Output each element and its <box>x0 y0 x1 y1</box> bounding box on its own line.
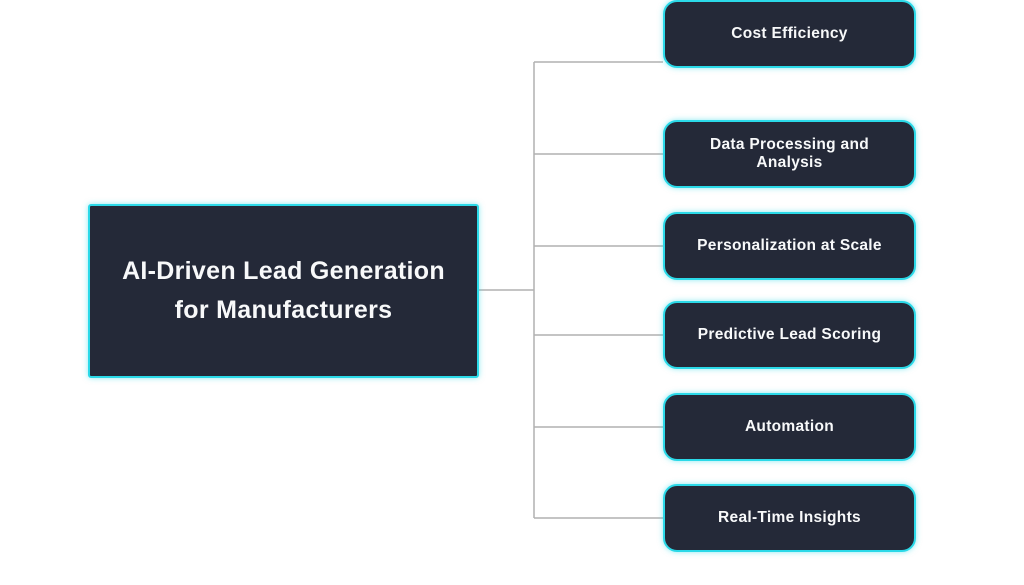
root-node: AI-Driven Lead Generation for Manufactur… <box>88 204 479 378</box>
node-label: Predictive Lead Scoring <box>697 326 882 343</box>
root-node-label-line2: for Manufacturers <box>174 296 393 324</box>
node-automation: Automation <box>663 393 916 461</box>
node-label: Cost Efficiency <box>731 25 848 42</box>
root-node-label-line1: AI-Driven Lead Generation <box>122 257 445 285</box>
node-real-time-insights: Real-Time Insights <box>663 484 916 552</box>
node-personalization-at-scale: Personalization at Scale <box>663 212 916 280</box>
node-label: Data Processing and Analysis <box>709 136 870 171</box>
node-cost-efficiency: Cost Efficiency <box>663 0 916 68</box>
node-label: Personalization at Scale <box>697 237 882 254</box>
node-label: Automation <box>744 418 835 435</box>
node-data-processing-and-analysis: Data Processing and Analysis <box>663 120 916 188</box>
node-predictive-lead-scoring: Predictive Lead Scoring <box>663 301 916 369</box>
node-label: Real-Time Insights <box>718 509 861 526</box>
